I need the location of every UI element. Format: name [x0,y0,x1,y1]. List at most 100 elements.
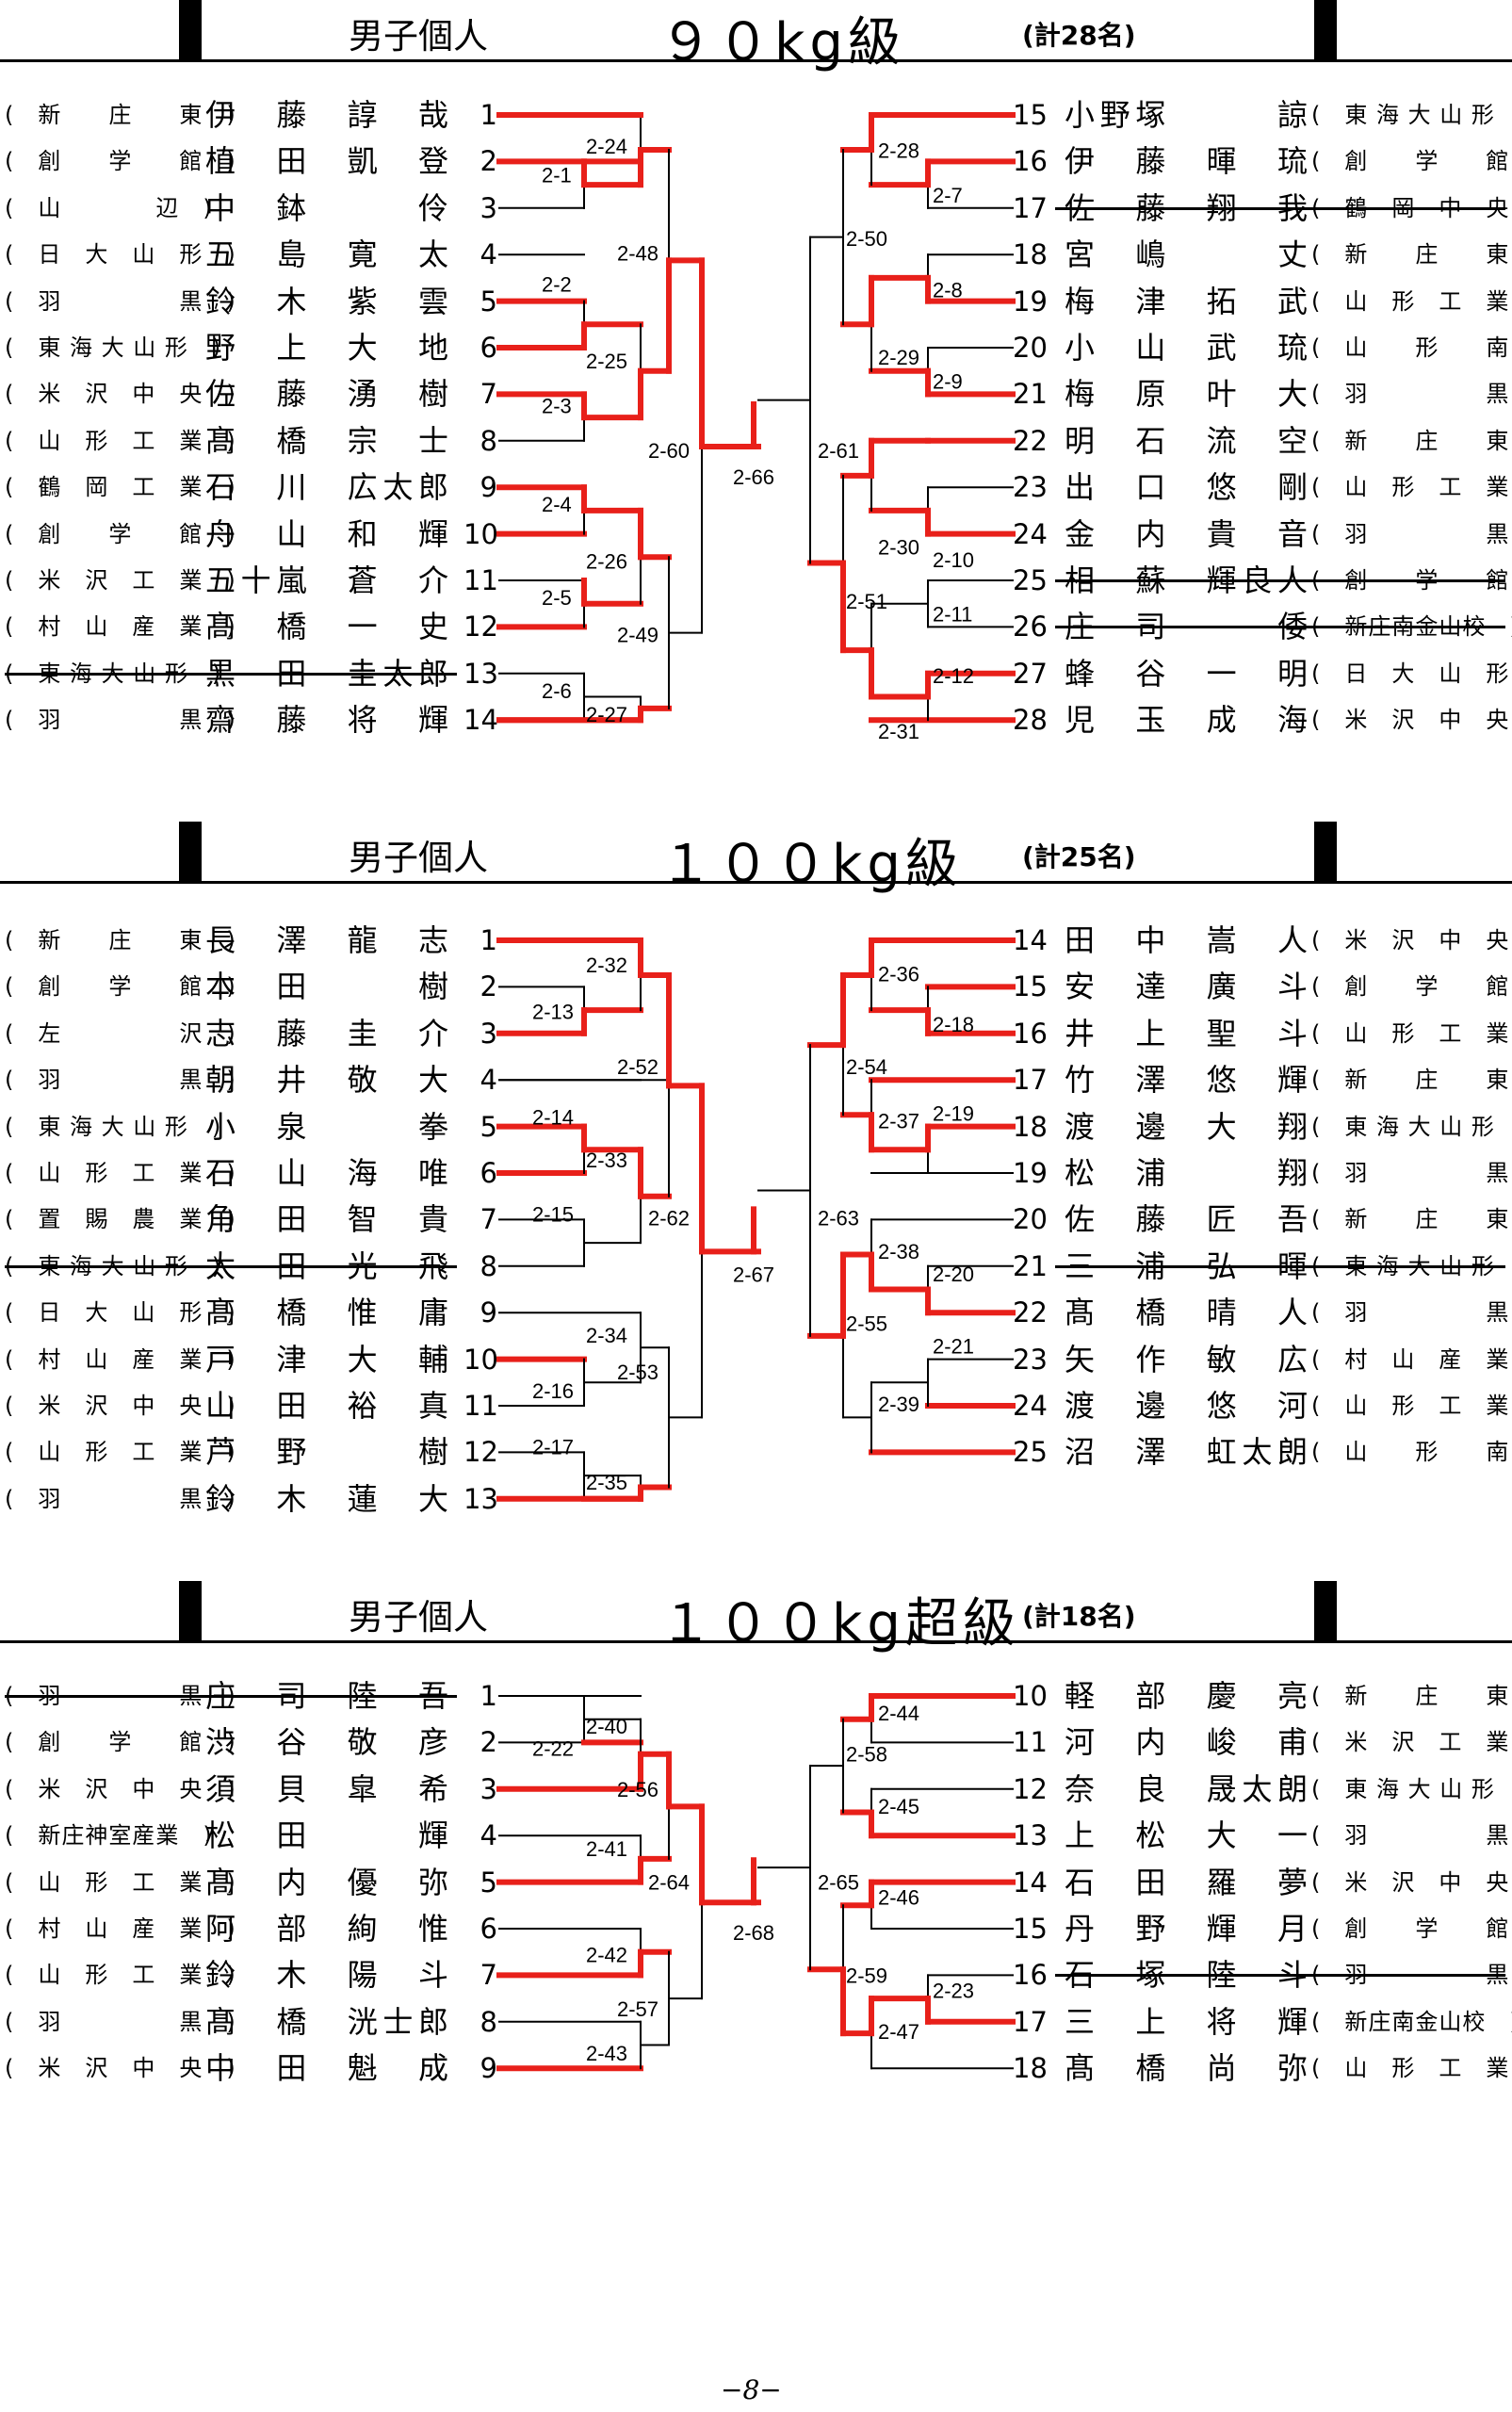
match-number: 2-14 [532,1106,574,1130]
seed-number: 2 [480,1726,497,1759]
match-number: 2-6 [542,679,572,703]
competitor-name: 安 達 廣 斗 [1065,969,1308,1005]
seed-number: 24 [1013,517,1048,550]
competitor-team: ( 創 学 館 ) [5,973,236,1001]
competitor-team: ( 羽 黒 ) [1311,1160,1512,1186]
competitor-name: 石 山 海 唯 [205,1155,448,1191]
weight-class-title: １００kg級 [659,834,963,895]
competitor-name: 松 田 輝 [205,1817,448,1854]
competitor-name: 齋 藤 将 輝 [205,702,448,739]
match-number: 2-41 [586,1837,627,1861]
match-number: 2-47 [878,2020,919,2044]
competitor-name: 朝 井 敬 大 [205,1062,448,1099]
seed-number: 18 [1013,238,1048,271]
competitor-name: 伊 藤 諄 哉 [205,97,448,133]
competitor-name: 髙 橋 晴 人 [1065,1295,1308,1331]
competitor-team: ( 米 沢 中 央 ) [1311,927,1512,953]
seed-number: 12 [463,1436,498,1469]
competitor-team: ( 羽 黒 ) [5,287,236,315]
bracket-lines: 2-222-402-412-422-432-562-572-642-682-65… [496,1693,1016,2072]
match-number: 2-7 [933,184,963,207]
competitor-entry: ( 米 沢 工 業 )河 内 峻 甫11 [0,1720,1512,1764]
competitor-name: 植 田 凱 登 [205,143,448,180]
match-number: 2-56 [617,1778,658,1801]
competitor-team: ( 羽 黒 ) [5,707,236,734]
seed-number: 1 [480,924,497,956]
competitor-entry: ( 山 形 工 業 )梅 津 拓 武19 [0,280,1512,323]
competitor-team: ( 山 形 工 業 ) [1311,1393,1512,1419]
match-number: 2-45 [878,1795,919,1818]
seed-number: 9 [480,2052,497,2085]
seed-number: 4 [480,1064,497,1097]
seed-number: 17 [1013,191,1048,224]
match-number: 2-53 [617,1361,658,1384]
competitor-team: ( 山 形 工 業 ) [5,1962,236,1989]
competitor-name: 宮 嶋 丈 [1065,236,1308,273]
competitor-team: ( 羽 黒 ) [5,1067,236,1094]
seed-number: 2 [480,970,497,1003]
competitor-name: 五十嵐 蒼 介 [205,562,448,598]
match-number: 2-51 [846,590,887,613]
competitor-team: ( 創 学 館 ) [1311,1915,1512,1942]
competitor-name: 河 内 峻 甫 [1065,1724,1308,1761]
competitor-entry: ( 米 沢 中 央 )田 中 嵩 人14 [0,919,1512,962]
match-number: 2-65 [818,1871,859,1895]
seed-number: 27 [1013,657,1048,690]
match-number: 2-50 [846,227,887,251]
section-header: 男子個人 １００kg超級 (計18名) [0,1581,1512,1654]
competitor-name: 髙 橋 一 史 [205,609,448,645]
competitor-team: ( 羽 黒 ) [5,1485,236,1512]
competitor-team: ( 新 庄 東 ) [5,102,236,128]
competitor-team: ( 東 海 大 山 形 ) [1311,102,1512,128]
competitor-team: ( 村 山 産 業 ) [5,613,236,641]
seed-number: 14 [1013,1866,1048,1899]
seed-number: 14 [1013,924,1048,956]
competitor-team: ( 日 大 山 形 ) [1311,660,1512,687]
competitor-name: 本 田 樹 [205,969,448,1005]
seed-number: 16 [1013,145,1048,178]
competitor-name: 阿 部 絢 惟 [205,1911,448,1947]
competitor-team: ( 山 形 南 ) [1311,334,1512,361]
match-number: 2-10 [933,548,974,572]
match-number: 2-39 [878,1393,919,1416]
competitor-team: ( 羽 黒 ) [1311,520,1512,547]
competitor-name: 鈴 木 蓮 大 [205,1480,448,1517]
competitor-team: ( 米 沢 中 央 ) [1311,707,1512,734]
page-number: −8− [721,2374,782,2405]
withdrawn-strikethrough [1055,579,1505,582]
seed-number: 19 [1013,1157,1048,1189]
competitor-team: ( 創 学 館 ) [1311,148,1512,175]
competitor-entry: ( 羽 黒 )石 塚 陸 斗16 [0,1953,1512,1996]
competitor-team: ( 山 形 工 業 ) [5,427,236,454]
withdrawn-strikethrough [5,1264,457,1268]
competitor-team: ( 日 大 山 形 ) [5,241,236,269]
match-number: 2-38 [878,1240,919,1263]
competitor-name: 蜂 谷 一 明 [1065,655,1308,692]
match-number: 2-66 [733,465,774,489]
match-number: 2-52 [617,1055,658,1079]
match-number: 2-20 [933,1263,974,1286]
competitor-team: ( 創 学 館 ) [5,1729,236,1756]
competitor-name: 渡 邊 大 翔 [1065,1108,1308,1145]
seed-number: 6 [480,1913,497,1945]
seed-number: 20 [1013,332,1048,364]
competitor-team: ( 新庄南金山校 ) [1311,2008,1512,2035]
section-header: 男子個人 ９０kg級 (計28名) [0,0,1512,73]
competitor-entry: ( 鶴 岡 中 央 )佐 藤 翔 我17 [0,187,1512,230]
competitor-name: 渡 邊 悠 河 [1065,1388,1308,1424]
competitor-entry: ( 羽 黒 )朝 井 敬 大 4 [0,1058,1512,1101]
competitor-entry: ( 山 形 工 業 )渡 邊 悠 河24 [0,1384,1512,1427]
competitor-name: 中 鉢 伶 [205,189,448,226]
